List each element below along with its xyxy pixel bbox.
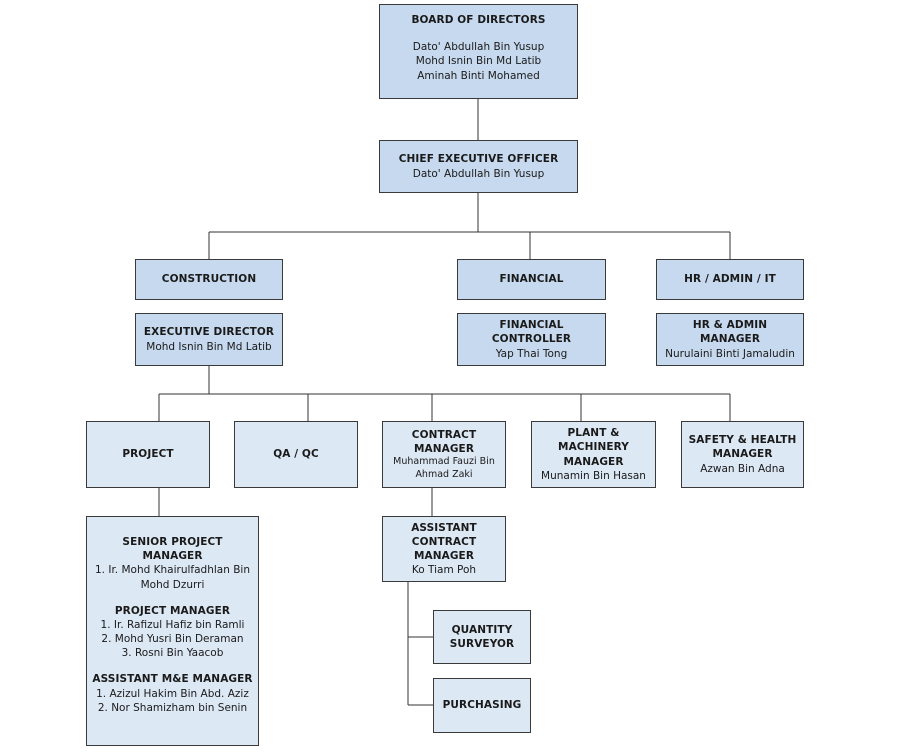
hr-admin-manager-box: HR & ADMIN MANAGER Nurulaini Binti Jamal… xyxy=(656,313,804,366)
hr-admin-it-box: HR / ADMIN / IT xyxy=(656,259,804,300)
assistant-me-manager-title: ASSISTANT M&E MANAGER xyxy=(92,673,253,686)
executive-director-name: Mohd Isnin Bin Md Latib xyxy=(146,340,272,353)
plant-machinery-manager-box: PLANT & MACHINERY MANAGER Munamin Bin Ha… xyxy=(531,421,656,488)
financial-controller-title: FINANCIAL CONTROLLER xyxy=(491,319,572,346)
hr-admin-it-title: HR / ADMIN / IT xyxy=(684,273,776,286)
qa-qc-box: QA / QC xyxy=(234,421,358,488)
project-title: PROJECT xyxy=(122,448,174,461)
financial-title: FINANCIAL xyxy=(499,273,564,286)
senior-project-manager-member: 1. Ir. Mohd Khairulfadhlan Bin xyxy=(95,564,250,577)
board-member: Mohd Isnin Bin Md Latib xyxy=(415,55,542,68)
assistant-contract-manager-title: MANAGER xyxy=(413,550,475,562)
safety-health-title: MANAGER xyxy=(712,448,773,461)
assistant-contract-manager-title: ASSISTANT CONTRACT xyxy=(411,521,477,548)
ceo-box: CHIEF EXECUTIVE OFFICER Dato' Abdullah B… xyxy=(379,140,578,193)
plant-machinery-title: MANAGER xyxy=(563,455,624,468)
quantity-surveyor-box: QUANTITY SURVEYOR xyxy=(433,610,531,664)
project-manager-section: PROJECT MANAGER 1. Ir. Rafizul Hafiz bin… xyxy=(101,604,245,661)
assistant-me-manager-member: 1. Azizul Hakim Bin Abd. Aziz xyxy=(96,687,249,700)
project-manager-member: 2. Mohd Yusri Bin Deraman xyxy=(101,633,244,646)
financial-controller-box: FINANCIAL CONTROLLER Yap Thai Tong xyxy=(457,313,606,366)
contract-manager-title: CONTRACT xyxy=(411,428,477,441)
safety-health-name: Azwan Bin Adna xyxy=(700,462,785,475)
project-team-box: SENIOR PROJECT MANAGER 1. Ir. Mohd Khair… xyxy=(86,516,259,746)
contract-manager-name: Ahmad Zaki xyxy=(415,468,473,480)
project-manager-member: 3. Rosni Bin Yaacob xyxy=(121,647,224,660)
executive-director-box: EXECUTIVE DIRECTOR Mohd Isnin Bin Md Lat… xyxy=(135,313,283,366)
hr-admin-manager-name: Nurulaini Binti Jamaludin xyxy=(665,347,795,360)
contract-manager-title: MANAGER xyxy=(413,442,475,455)
safety-health-title: SAFETY & HEALTH xyxy=(688,434,797,447)
board-member: Aminah Binti Mohamed xyxy=(417,69,540,82)
board-title: BOARD OF DIRECTORS xyxy=(411,14,546,26)
board-of-directors-box: BOARD OF DIRECTORS Dato' Abdullah Bin Yu… xyxy=(379,4,578,99)
ceo-title: CHIEF EXECUTIVE OFFICER xyxy=(398,153,559,166)
construction-box: CONSTRUCTION xyxy=(135,259,283,300)
quantity-surveyor-title: QUANTITY xyxy=(451,623,513,636)
safety-health-manager-box: SAFETY & HEALTH MANAGER Azwan Bin Adna xyxy=(681,421,804,488)
financial-box: FINANCIAL xyxy=(457,259,606,300)
contract-manager-box: CONTRACT MANAGER Muhammad Fauzi Bin Ahma… xyxy=(382,421,506,488)
assistant-contract-manager-name: Ko Tiam Poh xyxy=(411,564,477,577)
purchasing-title: PURCHASING xyxy=(442,699,522,712)
plant-machinery-title: PLANT & MACHINERY xyxy=(558,427,629,454)
financial-controller-name: Yap Thai Tong xyxy=(495,347,568,360)
hr-admin-manager-title: HR & ADMIN MANAGER xyxy=(692,319,768,346)
project-box: PROJECT xyxy=(86,421,210,488)
assistant-me-manager-section: ASSISTANT M&E MANAGER 1. Azizul Hakim Bi… xyxy=(92,672,252,715)
senior-project-manager-title: SENIOR PROJECT MANAGER xyxy=(122,536,223,563)
project-manager-title: PROJECT MANAGER xyxy=(114,604,231,617)
executive-director-title: EXECUTIVE DIRECTOR xyxy=(143,326,275,339)
assistant-contract-manager-box: ASSISTANT CONTRACT MANAGER Ko Tiam Poh xyxy=(382,516,506,582)
assistant-me-manager-member: 2. Nor Shamizham bin Senin xyxy=(97,701,248,714)
purchasing-box: PURCHASING xyxy=(433,678,531,733)
quantity-surveyor-title: SURVEYOR xyxy=(449,638,515,650)
board-member: Dato' Abdullah Bin Yusup xyxy=(412,41,545,54)
ceo-name: Dato' Abdullah Bin Yusup xyxy=(412,167,545,180)
qa-qc-title: QA / QC xyxy=(273,448,319,461)
plant-machinery-name: Munamin Bin Hasan xyxy=(541,469,646,482)
contract-manager-name: Muhammad Fauzi Bin xyxy=(393,455,495,467)
project-manager-member: 1. Ir. Rafizul Hafiz bin Ramli xyxy=(100,618,245,631)
senior-project-manager-member: Mohd Dzurri xyxy=(140,578,205,591)
senior-project-manager-section: SENIOR PROJECT MANAGER 1. Ir. Mohd Khair… xyxy=(91,535,254,592)
construction-title: CONSTRUCTION xyxy=(161,273,257,286)
